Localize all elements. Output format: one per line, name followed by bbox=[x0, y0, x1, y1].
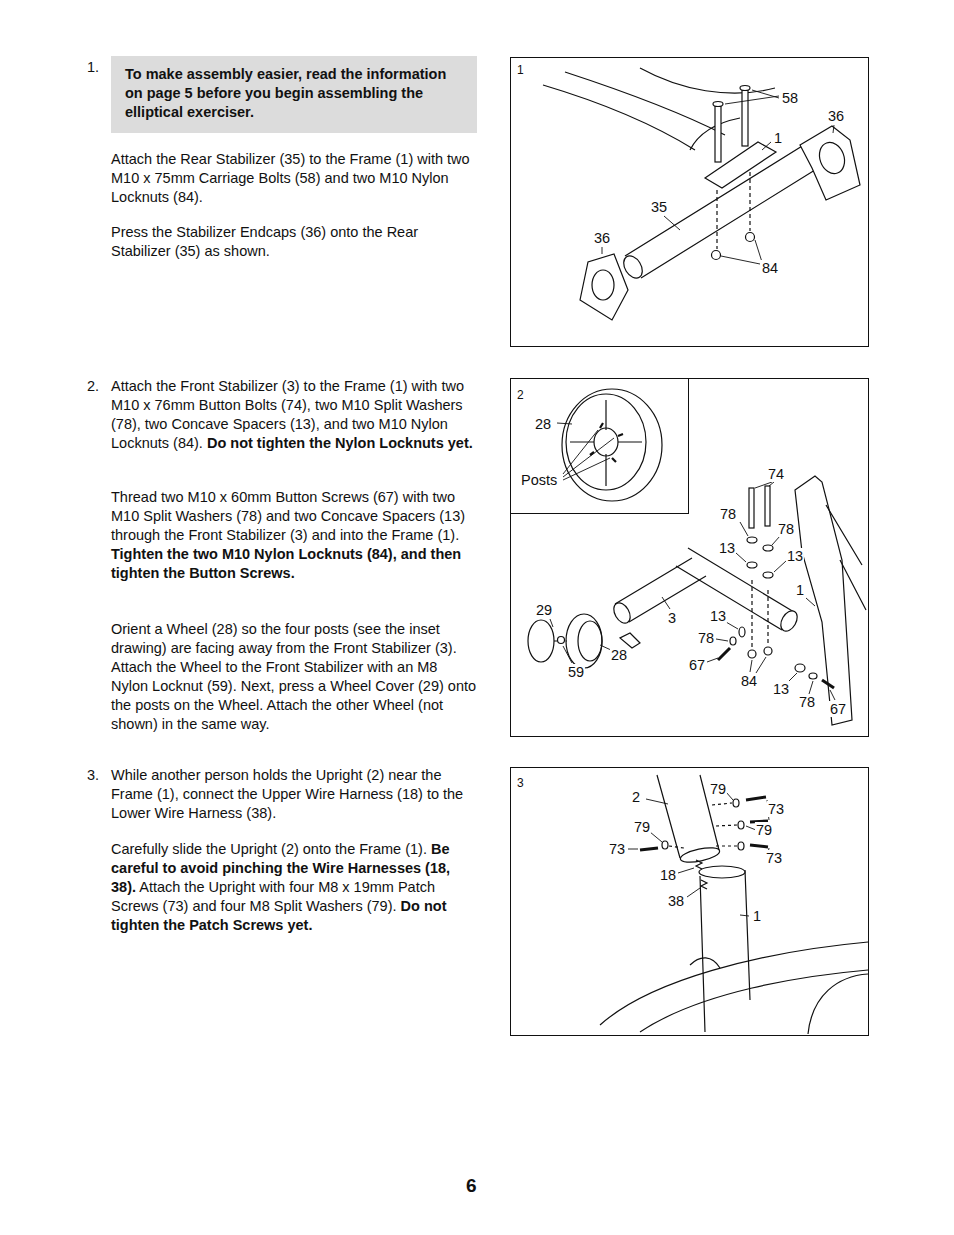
callout-number: 78 bbox=[777, 521, 795, 537]
text-block: Attach the Rear Stabilizer (35) to the F… bbox=[111, 150, 477, 207]
text-block: 1. bbox=[87, 58, 109, 77]
callout-number: 74 bbox=[767, 466, 785, 482]
callout-number: 3 bbox=[667, 610, 677, 626]
figure-frame: 1 bbox=[510, 57, 869, 347]
callout-number: 79 bbox=[709, 781, 727, 797]
instruction-text: Tighten the two M10 Nylon Locknuts (84),… bbox=[111, 546, 461, 581]
step-number: 2. bbox=[87, 378, 99, 394]
callout-number: 29 bbox=[535, 602, 553, 618]
text-block: 3. bbox=[87, 766, 109, 785]
instruction-text: Press the Stabilizer Endcaps (36) onto t… bbox=[111, 224, 418, 259]
callout-number: 1 bbox=[752, 908, 762, 924]
callout-number: 79 bbox=[633, 819, 651, 835]
callout-number: 13 bbox=[709, 608, 727, 624]
callout-number: 73 bbox=[767, 801, 785, 817]
text-block: Carefully slide the Upright (2) onto the… bbox=[111, 840, 477, 935]
upright-drawing bbox=[600, 775, 868, 1034]
note-text: To make assembly easier, read the inform… bbox=[125, 65, 463, 122]
callout-number: 58 bbox=[781, 90, 799, 106]
figure-number: 1 bbox=[517, 62, 524, 78]
text-block: Thread two M10 x 60mm Button Screws (67)… bbox=[111, 488, 477, 583]
callout-number: 13 bbox=[718, 540, 736, 556]
instruction-text: Attach the Upright with four M8 x 19mm P… bbox=[111, 879, 435, 914]
callout-number: 13 bbox=[786, 548, 804, 564]
text-block: Orient a Wheel (28) so the four posts (s… bbox=[111, 620, 477, 734]
callout-number: 1 bbox=[795, 582, 805, 598]
callout-number: 13 bbox=[772, 681, 790, 697]
callout-number: Posts bbox=[521, 472, 557, 488]
text-block: 2. bbox=[87, 377, 109, 396]
step-number: 1. bbox=[87, 59, 99, 75]
text-block: Attach the Front Stabilizer (3) to the F… bbox=[111, 377, 477, 453]
text-block: While another person holds the Upright (… bbox=[111, 766, 477, 823]
callout-number: 35 bbox=[650, 199, 668, 215]
callout-number: 36 bbox=[827, 108, 845, 124]
instruction-text: While another person holds the Upright (… bbox=[111, 767, 463, 821]
figure-frame: 3 bbox=[510, 767, 869, 1036]
callout-number: 1 bbox=[773, 130, 783, 146]
step-number: 3. bbox=[87, 767, 99, 783]
callout-number: 28 bbox=[535, 416, 551, 432]
callout-number: 18 bbox=[659, 867, 677, 883]
callout-number: 38 bbox=[667, 893, 685, 909]
callout-number: 67 bbox=[688, 657, 706, 673]
text-block: Press the Stabilizer Endcaps (36) onto t… bbox=[111, 223, 477, 261]
callout-number: 2 bbox=[631, 789, 641, 805]
instruction-text: Thread two M10 x 60mm Button Screws (67)… bbox=[111, 489, 465, 543]
text-block: 6 bbox=[466, 1175, 496, 1197]
figure-frame: 228Posts bbox=[510, 378, 869, 737]
callout-number: 59 bbox=[567, 664, 585, 680]
instruction-text: Do not tighten the Nylon Locknuts yet. bbox=[207, 435, 473, 451]
figure-number: 2 bbox=[517, 387, 524, 403]
callout-number: 84 bbox=[740, 673, 758, 689]
note-box: To make assembly easier, read the inform… bbox=[111, 56, 477, 133]
callout-number: 78 bbox=[697, 630, 715, 646]
front-stabilizer-drawing bbox=[528, 389, 866, 725]
callout-number: 79 bbox=[755, 822, 773, 838]
instruction-text: Orient a Wheel (28) so the four posts (s… bbox=[111, 621, 476, 732]
callout-number: 73 bbox=[765, 850, 783, 866]
callout-number: 36 bbox=[593, 230, 611, 246]
page-number: 6 bbox=[466, 1175, 477, 1196]
callout-number: 78 bbox=[719, 506, 737, 522]
callout-number: 78 bbox=[798, 694, 816, 710]
callout-number: 73 bbox=[608, 841, 626, 857]
callout-number: 84 bbox=[761, 260, 779, 276]
figure-number: 3 bbox=[517, 775, 524, 791]
inset-frame: 28Posts bbox=[510, 378, 689, 514]
callout-number: 28 bbox=[610, 647, 628, 663]
callout-number: 67 bbox=[829, 701, 847, 717]
instruction-text: Attach the Rear Stabilizer (35) to the F… bbox=[111, 151, 470, 205]
rear-stabilizer-drawing bbox=[543, 68, 860, 320]
instruction-text: Carefully slide the Upright (2) onto the… bbox=[111, 841, 427, 857]
